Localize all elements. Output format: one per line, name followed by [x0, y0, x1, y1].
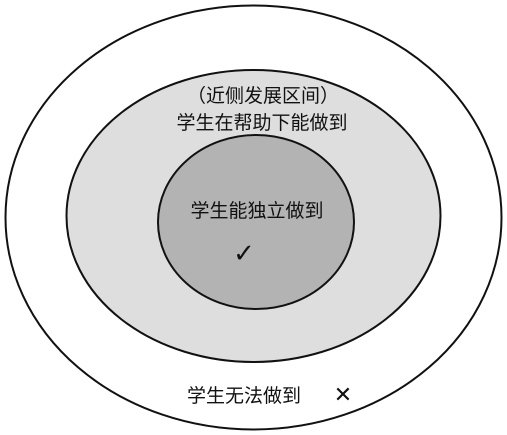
check-icon: ✓ — [233, 239, 255, 269]
inner-zone-ellipse — [157, 134, 355, 310]
outer-zone-label: 学生无法做到 — [187, 385, 301, 407]
inner-zone-label: 学生能独立做到 — [190, 200, 323, 222]
cross-icon: ✕ — [334, 383, 352, 408]
middle-zone-label: 学生在帮助下能做到 — [176, 112, 347, 134]
middle-zone-title: （近侧发展区间） — [187, 85, 339, 107]
